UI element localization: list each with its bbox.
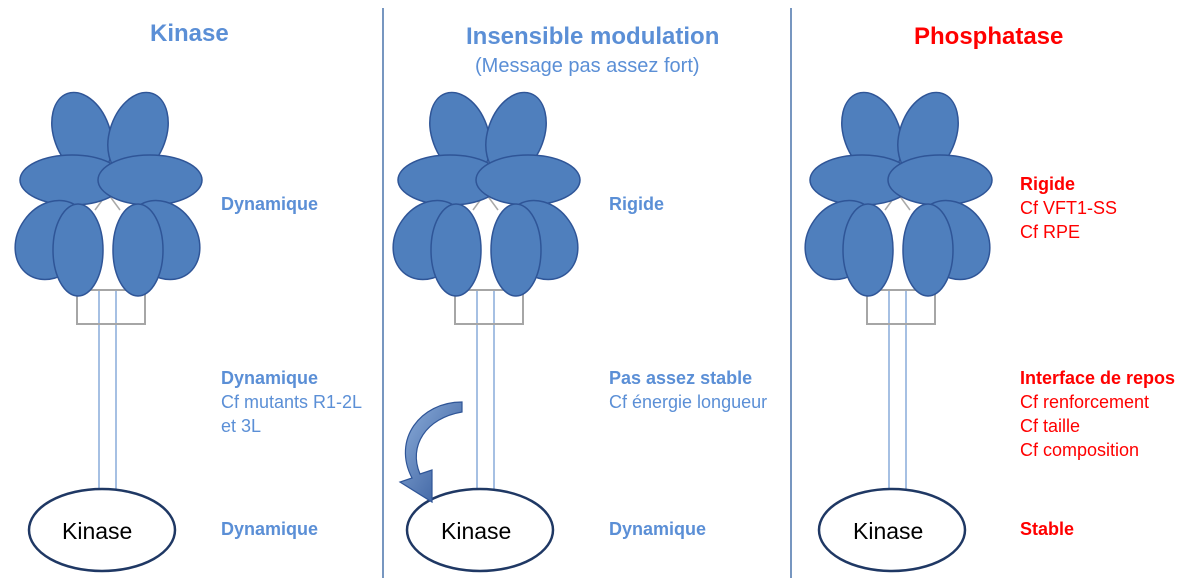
annotation-crd-insensible: Pas assez stable xyxy=(609,368,753,388)
vft-domain-lobe xyxy=(887,154,993,206)
column-title-kinase: Kinase xyxy=(150,20,229,47)
vft-domain-lobe xyxy=(52,203,104,297)
annotation-vft-phosphatase-detail: Cf RPE xyxy=(1020,222,1081,242)
vft-domain-lobe xyxy=(430,203,482,297)
annotation-kinase-domain: Dynamique xyxy=(221,519,319,539)
annotation-kinase-domain: Dynamique xyxy=(609,519,707,539)
vft-domain-lobe xyxy=(112,203,164,297)
annotation-crd-phosphatase-detail: Cf composition xyxy=(1020,440,1140,460)
column-title-phosphatase: Phosphatase xyxy=(914,23,1064,50)
annotation-crd-phosphatase-detail: Cf renforcement xyxy=(1020,392,1150,412)
kinase-oval-label: Kinase xyxy=(441,518,512,544)
annotation-vft-phosphatase: Rigide xyxy=(1020,174,1076,194)
annotation-crd-kinase: Dynamique xyxy=(221,368,319,388)
annotation-crd-kinase-detail: Cf mutants R1-2L xyxy=(221,392,363,412)
vft-domain-lobe xyxy=(902,203,954,297)
cysteine-rich-domain-box xyxy=(76,289,146,325)
receptor-diagram xyxy=(804,91,993,573)
cysteine-rich-domain-box xyxy=(866,289,936,325)
vft-domain-lobe xyxy=(842,203,894,297)
annotation-crd-phosphatase: Interface de repos xyxy=(1020,368,1176,388)
cysteine-rich-domain-box xyxy=(454,289,524,325)
vft-domain-lobe xyxy=(475,154,581,206)
column-title-insensible-modulation: Insensible modulation xyxy=(466,23,720,50)
vft-domain-lobe xyxy=(97,154,203,206)
kinase-oval-label: Kinase xyxy=(853,518,924,544)
kinase-oval xyxy=(27,487,177,573)
curved-arrow-icon xyxy=(398,401,463,504)
kinase-oval-label: Kinase xyxy=(62,518,133,544)
annotation-crd-kinase-detail: et 3L xyxy=(221,416,262,436)
annotation-vft-phosphatase-detail: Cf VFT1-SS xyxy=(1020,198,1118,218)
annotation-crd-insensible-detail: Cf énergie longueur xyxy=(609,392,768,412)
annotation-vft-kinase: Dynamique xyxy=(221,194,319,214)
vft-domain-lobe xyxy=(490,203,542,297)
receptor-diagram xyxy=(14,91,203,573)
column-subtitle: (Message pas assez fort) xyxy=(475,55,700,77)
receptor-diagram xyxy=(392,91,581,573)
annotation-crd-phosphatase-detail: Cf taille xyxy=(1020,416,1081,436)
kinase-oval xyxy=(817,487,967,573)
annotation-kinase-domain: Stable xyxy=(1020,519,1075,539)
annotation-vft-insensible: Rigide xyxy=(609,194,665,214)
kinase-oval xyxy=(405,487,555,573)
